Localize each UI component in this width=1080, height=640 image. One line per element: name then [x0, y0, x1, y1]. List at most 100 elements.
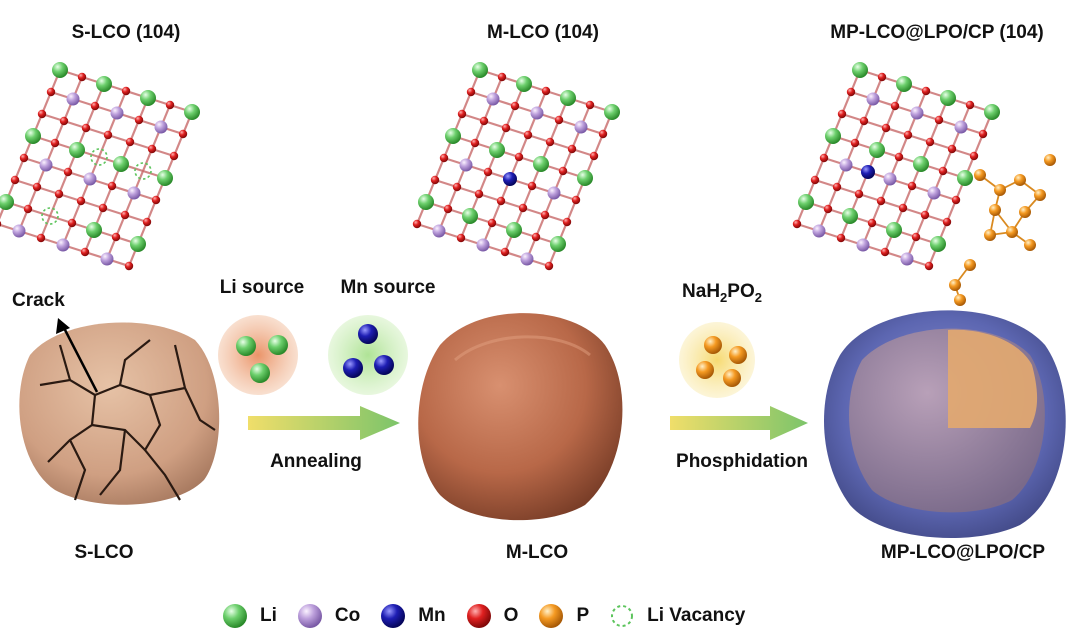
co-atom: [547, 186, 561, 200]
co-atom: [154, 120, 168, 134]
o-atom: [544, 261, 554, 271]
o-atom: [527, 181, 537, 191]
li-atom: [604, 104, 620, 120]
o-atom: [497, 72, 507, 82]
li-atom: [852, 62, 868, 78]
o-atom: [0, 221, 2, 227]
o-atom: [876, 196, 886, 206]
o-atom: [859, 116, 869, 126]
o-atom: [474, 189, 484, 199]
o-atom: [942, 217, 952, 227]
legend-item-li-vacancy: Li Vacancy: [607, 601, 745, 631]
li-source-label: Li source: [219, 277, 305, 298]
o-atom: [837, 109, 847, 119]
o-atom: [487, 218, 497, 228]
p-atom: [1044, 154, 1056, 166]
li-atom: [130, 236, 146, 252]
li-atom: [157, 170, 173, 186]
o-atom: [107, 181, 117, 191]
p-atom-icon: [539, 604, 564, 628]
o-atom: [541, 86, 551, 96]
o-atom: [880, 247, 890, 257]
li-atom: [113, 156, 129, 172]
legend: Li Co Mn O P Li Vacancy: [220, 598, 763, 634]
o-atom: [479, 116, 489, 126]
atoms: [0, 62, 200, 271]
o-atom: [124, 261, 134, 271]
o-atom: [836, 233, 846, 243]
crystal-structure-mplco: [792, 62, 1056, 306]
li-atom: [489, 142, 505, 158]
legend-label-p: P: [576, 605, 590, 626]
li-vacancy-site: [134, 162, 152, 180]
co-atom: [856, 238, 870, 252]
p-atom: [1006, 226, 1018, 238]
p-atom: [949, 279, 961, 291]
co-atom: [39, 158, 53, 172]
o-atom: [98, 203, 108, 213]
li-atom: [96, 76, 112, 92]
title-slco-104: S-LCO (104): [71, 22, 181, 43]
o-atom: [36, 233, 46, 243]
li-atom: [184, 104, 200, 120]
co-atom: [486, 92, 500, 106]
li-atom: [886, 222, 902, 238]
lpo-cluster: [949, 154, 1056, 306]
co-atom: [954, 120, 968, 134]
o-atom: [792, 219, 802, 229]
li-atom: [533, 156, 549, 172]
o-atom: [67, 218, 77, 228]
o-atom: [496, 196, 506, 206]
atoms: [412, 62, 620, 271]
li-atom: [957, 170, 973, 186]
li-atom-icon: [223, 604, 247, 628]
o-atom: [907, 181, 917, 191]
o-atom: [567, 144, 577, 154]
co-atom: [127, 186, 141, 200]
co-atom: [866, 92, 880, 106]
p-atom: [1034, 189, 1046, 201]
o-atom: [514, 152, 524, 162]
o-atom: [120, 210, 130, 220]
o-atom: [938, 166, 948, 176]
li-atom: [472, 62, 488, 78]
o-atom: [978, 129, 988, 139]
p-atom: [994, 184, 1006, 196]
o-atom: [457, 109, 467, 119]
o-atom: [877, 72, 887, 82]
o-atom: [867, 218, 877, 228]
o-atom: [920, 210, 930, 220]
o-atom: [37, 109, 47, 119]
li-atom: [140, 90, 156, 106]
o-atom: [90, 101, 100, 111]
li-atom: [0, 194, 14, 210]
crystal-structure-slco: [0, 62, 200, 271]
o-atom: [846, 87, 856, 97]
li-vacancy-icon: [611, 605, 634, 627]
li-atom: [984, 104, 1000, 120]
o-atom: [898, 203, 908, 213]
o-atom: [23, 204, 33, 214]
o-atom: [452, 182, 462, 192]
o-atom: [890, 101, 900, 111]
legend-label-co: Co: [334, 605, 361, 626]
o-atom: [598, 129, 608, 139]
o-atom: [412, 219, 422, 229]
o-atom: [924, 261, 934, 271]
mplco-particle: [823, 310, 1066, 539]
o-atom: [903, 130, 913, 140]
li-atom: [913, 156, 929, 172]
li-atom: [516, 76, 532, 92]
o-atom: [165, 100, 175, 110]
crack-pointer-arrowhead: [56, 318, 70, 334]
o-atom: [169, 151, 179, 161]
o-atom: [178, 129, 188, 139]
o-atom: [134, 115, 144, 125]
o-atom: [531, 232, 541, 242]
legend-item-o: O: [464, 601, 518, 631]
o-atom: [151, 195, 161, 205]
mn-source-label: Mn source: [340, 277, 436, 298]
mn-atom-icon: [381, 604, 406, 628]
o-atom: [125, 137, 135, 147]
